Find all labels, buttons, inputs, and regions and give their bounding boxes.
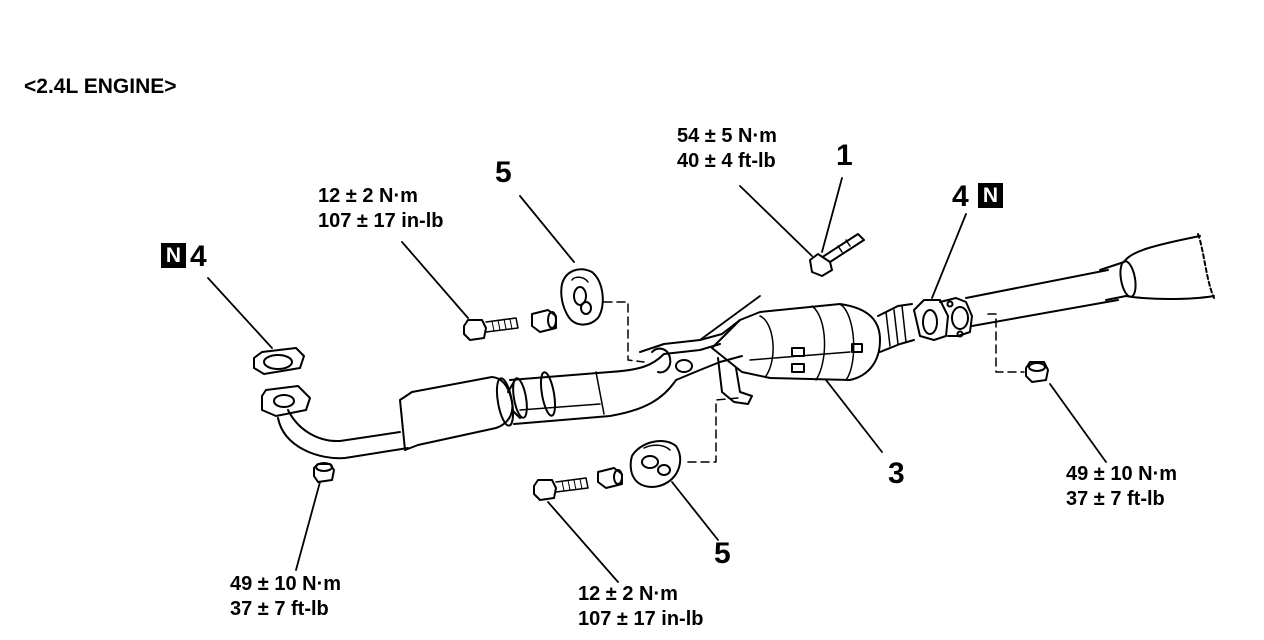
torque-imperial: 37 ± 7 ft-lb — [1066, 488, 1165, 510]
front-flange-torque-spec: 49 ± 10 N·m 37 ± 7 ft-lb — [230, 572, 341, 622]
torque-imperial: 40 ± 4 ft-lb — [677, 150, 776, 172]
callout-4-rear-gasket: 4 — [952, 180, 969, 213]
torque-metric: 12 ± 2 N·m — [318, 185, 418, 207]
lower-hanger-bolt-icon — [533, 477, 589, 501]
oxygen-sensor-icon — [809, 233, 865, 277]
rear-flange-torque-spec: 49 ± 10 N·m 37 ± 7 ft-lb — [1066, 462, 1177, 512]
upper-hanger-bolt-icon — [463, 317, 519, 341]
lower-hanger-collar-icon — [597, 467, 623, 489]
callout-5-lower-hanger: 5 — [714, 537, 731, 570]
upper-hanger-torque-spec: 12 ± 2 N·m 107 ± 17 in-lb — [318, 184, 443, 234]
torque-imperial: 37 ± 7 ft-lb — [230, 598, 329, 620]
torque-metric: 49 ± 10 N·m — [230, 573, 342, 595]
new-part-badge-front: N — [161, 243, 186, 268]
upper-hanger-collar-icon — [531, 309, 557, 333]
catalytic-converter — [711, 303, 915, 381]
callout-3-catalytic-converter: 3 — [888, 457, 905, 490]
front-gasket-icon — [253, 347, 305, 375]
torque-metric: 54 ± 5 N·m — [677, 125, 777, 147]
front-resonator — [399, 376, 514, 451]
alignment-guides — [603, 301, 1025, 463]
main-muffler — [1123, 235, 1215, 300]
front-exhaust-pipe — [277, 319, 753, 460]
sensor-torque-spec: 54 ± 5 N·m 40 ± 4 ft-lb — [677, 124, 777, 174]
torque-imperial: 107 ± 17 in-lb — [578, 608, 704, 630]
diagram-title: <2.4L ENGINE> — [24, 75, 177, 98]
hanger-bracket-lower — [717, 357, 753, 405]
new-part-badge-rear: N — [978, 183, 1003, 208]
torque-metric: 12 ± 2 N·m — [578, 583, 678, 605]
front-flange — [261, 385, 311, 417]
lower-rubber-hanger-icon — [629, 440, 682, 488]
torque-metric: 49 ± 10 N·m — [1066, 463, 1178, 485]
callout-4-front-gasket: 4 — [190, 240, 207, 273]
leader-lines — [207, 177, 1107, 583]
front-flange-nut-icon — [313, 462, 335, 483]
callout-5-upper-hanger: 5 — [495, 156, 512, 189]
rear-gasket-icon — [913, 297, 973, 341]
lower-hanger-torque-spec: 12 ± 2 N·m 107 ± 17 in-lb — [578, 582, 703, 632]
callout-1-oxygen-sensor: 1 — [836, 139, 853, 172]
rear-flange-nut-icon — [1025, 361, 1049, 383]
torque-imperial: 107 ± 17 in-lb — [318, 210, 444, 232]
upper-rubber-hanger-icon — [560, 268, 604, 326]
rear-exhaust-pipe — [965, 233, 1215, 327]
